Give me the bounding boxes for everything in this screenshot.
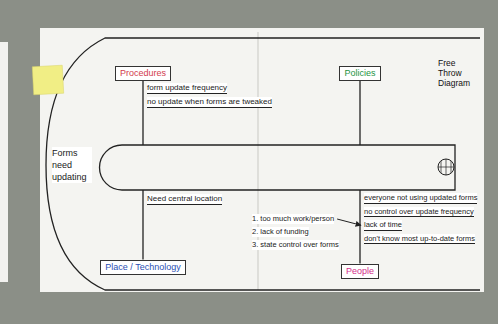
category-label: Procedures [120,68,166,79]
neighbour-paper [0,42,8,282]
fish-spine [100,145,456,190]
category-label: Place / Technology [105,262,180,273]
label-group: 1. too much work/person 2. lack of fundin… [252,214,356,253]
cause-note: everyone not using updated forms [364,193,477,204]
spine-end-symbol [438,159,454,175]
cause-note: lack of time [364,220,402,231]
label-group: Forms need updating [52,147,92,186]
diagram-title: Free Throw Diagram [438,58,478,88]
category-box: Procedures [115,66,171,81]
sticky-note [32,65,63,95]
cause-note: Need central location [147,194,222,205]
label-group: everyone not using updated forms no contr… [364,193,482,247]
leader-arrow [337,219,361,225]
note-text: 2. lack of funding [252,227,309,237]
category-label: People [346,266,374,277]
fish-bone [359,81,360,146]
category-box: Place / Technology [100,260,185,275]
fish-outline [46,38,480,290]
symbol-grid [438,159,454,175]
fish-bone [142,190,143,260]
cause-note: don't know most up-to-date forms [364,234,475,245]
cause-note: no control over update frequency [364,207,474,218]
note-text: Forms need updating [52,147,92,183]
fish-bone [142,81,143,146]
category-box: Policies [339,66,380,81]
category-label: Policies [344,68,375,79]
label-group: form update frequency no update when form… [147,83,277,111]
paper-sheet [40,28,484,292]
fish-bone [359,190,360,264]
cause-note: form update frequency [147,83,227,94]
note-text: 3. state control over forms [252,240,339,250]
category-box: People [341,264,379,279]
fold-line [258,32,259,290]
label-group: Need central location [147,194,257,208]
cause-note: no update when forms are tweaked [147,97,272,108]
note-text: 1. too much work/person [252,214,334,224]
